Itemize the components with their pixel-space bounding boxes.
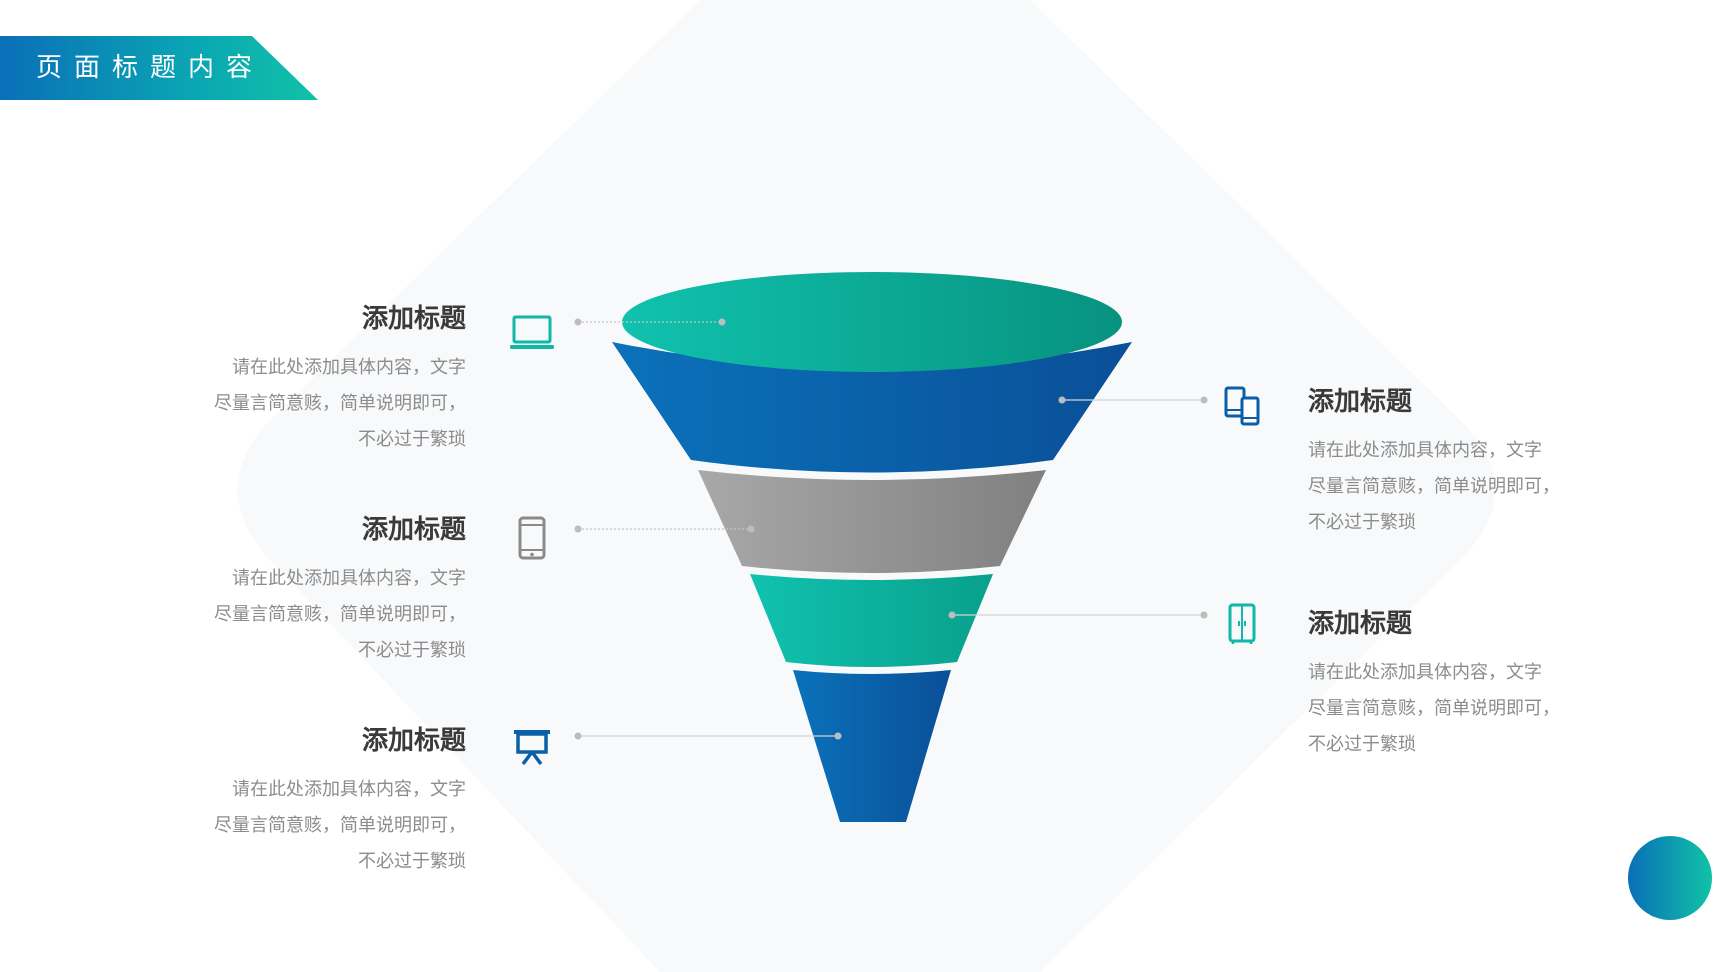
laptop-icon [510,315,554,349]
block-body-line: 尽量言简意赅，简单说明即可， [1308,698,1560,719]
block-body: 请在此处添加具体内容，文字 尽量言简意赅，简单说明即可， 不必过于繁琐 [1308,655,1608,763]
text-block-devices: 添加标题 请在此处添加具体内容，文字 尽量言简意赅，简单说明即可， 不必过于繁琐 [1308,385,1608,541]
tablet-icon [518,516,546,560]
funnel-segment-1 [612,342,1132,473]
block-body: 请在此处添加具体内容，文字 尽量言简意赅，简单说明即可， 不必过于繁琐 [166,561,466,669]
block-body-line: 不必过于繁琐 [358,429,466,450]
block-title: 添加标题 [361,726,466,756]
funnel-segment-2 [698,470,1046,573]
cabinet-icon [1228,603,1256,644]
block-title: 添加标题 [361,515,466,545]
funnel-segment-3 [750,574,993,667]
block-body-line: 请在此处添加具体内容，文字 [232,779,466,800]
funnel-segment-4 [793,670,951,822]
block-body-line: 请在此处添加具体内容，文字 [1308,662,1542,683]
text-block-laptop: 添加标题 请在此处添加具体内容，文字 尽量言简意赅，简单说明即可， 不必过于繁琐 [166,302,466,458]
connector-devices [1058,396,1208,404]
block-title: 添加标题 [1308,609,1413,639]
block-body-line: 不必过于繁琐 [1308,512,1416,533]
multi-device-icon [1224,386,1260,426]
decorative-corner-circle [1628,836,1712,920]
block-body: 请在此处添加具体内容，文字 尽量言简意赅，简单说明即可， 不必过于繁琐 [166,350,466,458]
block-body-line: 尽量言简意赅，简单说明即可， [214,815,466,836]
connector-cabinet [948,611,1208,619]
block-title: 添加标题 [361,304,466,334]
block-body-line: 请在此处添加具体内容，文字 [1308,440,1542,461]
text-block-tablet: 添加标题 请在此处添加具体内容，文字 尽量言简意赅，简单说明即可， 不必过于繁琐 [166,513,466,669]
text-block-cabinet: 添加标题 请在此处添加具体内容，文字 尽量言简意赅，简单说明即可， 不必过于繁琐 [1308,607,1608,763]
block-body-line: 不必过于繁琐 [358,640,466,661]
block-title: 添加标题 [1308,387,1413,417]
block-body-line: 尽量言简意赅，简单说明即可， [214,393,466,414]
block-body: 请在此处添加具体内容，文字 尽量言简意赅，简单说明即可， 不必过于繁琐 [1308,433,1608,541]
page-title: 页面标题内容 [36,53,265,83]
block-body-line: 请在此处添加具体内容，文字 [232,568,466,589]
block-body-line: 不必过于繁琐 [358,851,466,872]
block-body-line: 尽量言简意赅，简单说明即可， [214,604,466,625]
connector-presentation [574,732,842,740]
text-block-presentation: 添加标题 请在此处添加具体内容，文字 尽量言简意赅，简单说明即可， 不必过于繁琐 [166,724,466,880]
funnel-top-opening [622,272,1122,372]
connector-tablet [574,525,755,533]
presentation-board-icon [514,730,550,766]
block-body-line: 请在此处添加具体内容，文字 [232,357,466,378]
block-body-line: 不必过于繁琐 [1308,734,1416,755]
block-body: 请在此处添加具体内容，文字 尽量言简意赅，简单说明即可， 不必过于繁琐 [166,772,466,880]
block-body-line: 尽量言简意赅，简单说明即可， [1308,476,1560,497]
connector-laptop [574,318,726,326]
